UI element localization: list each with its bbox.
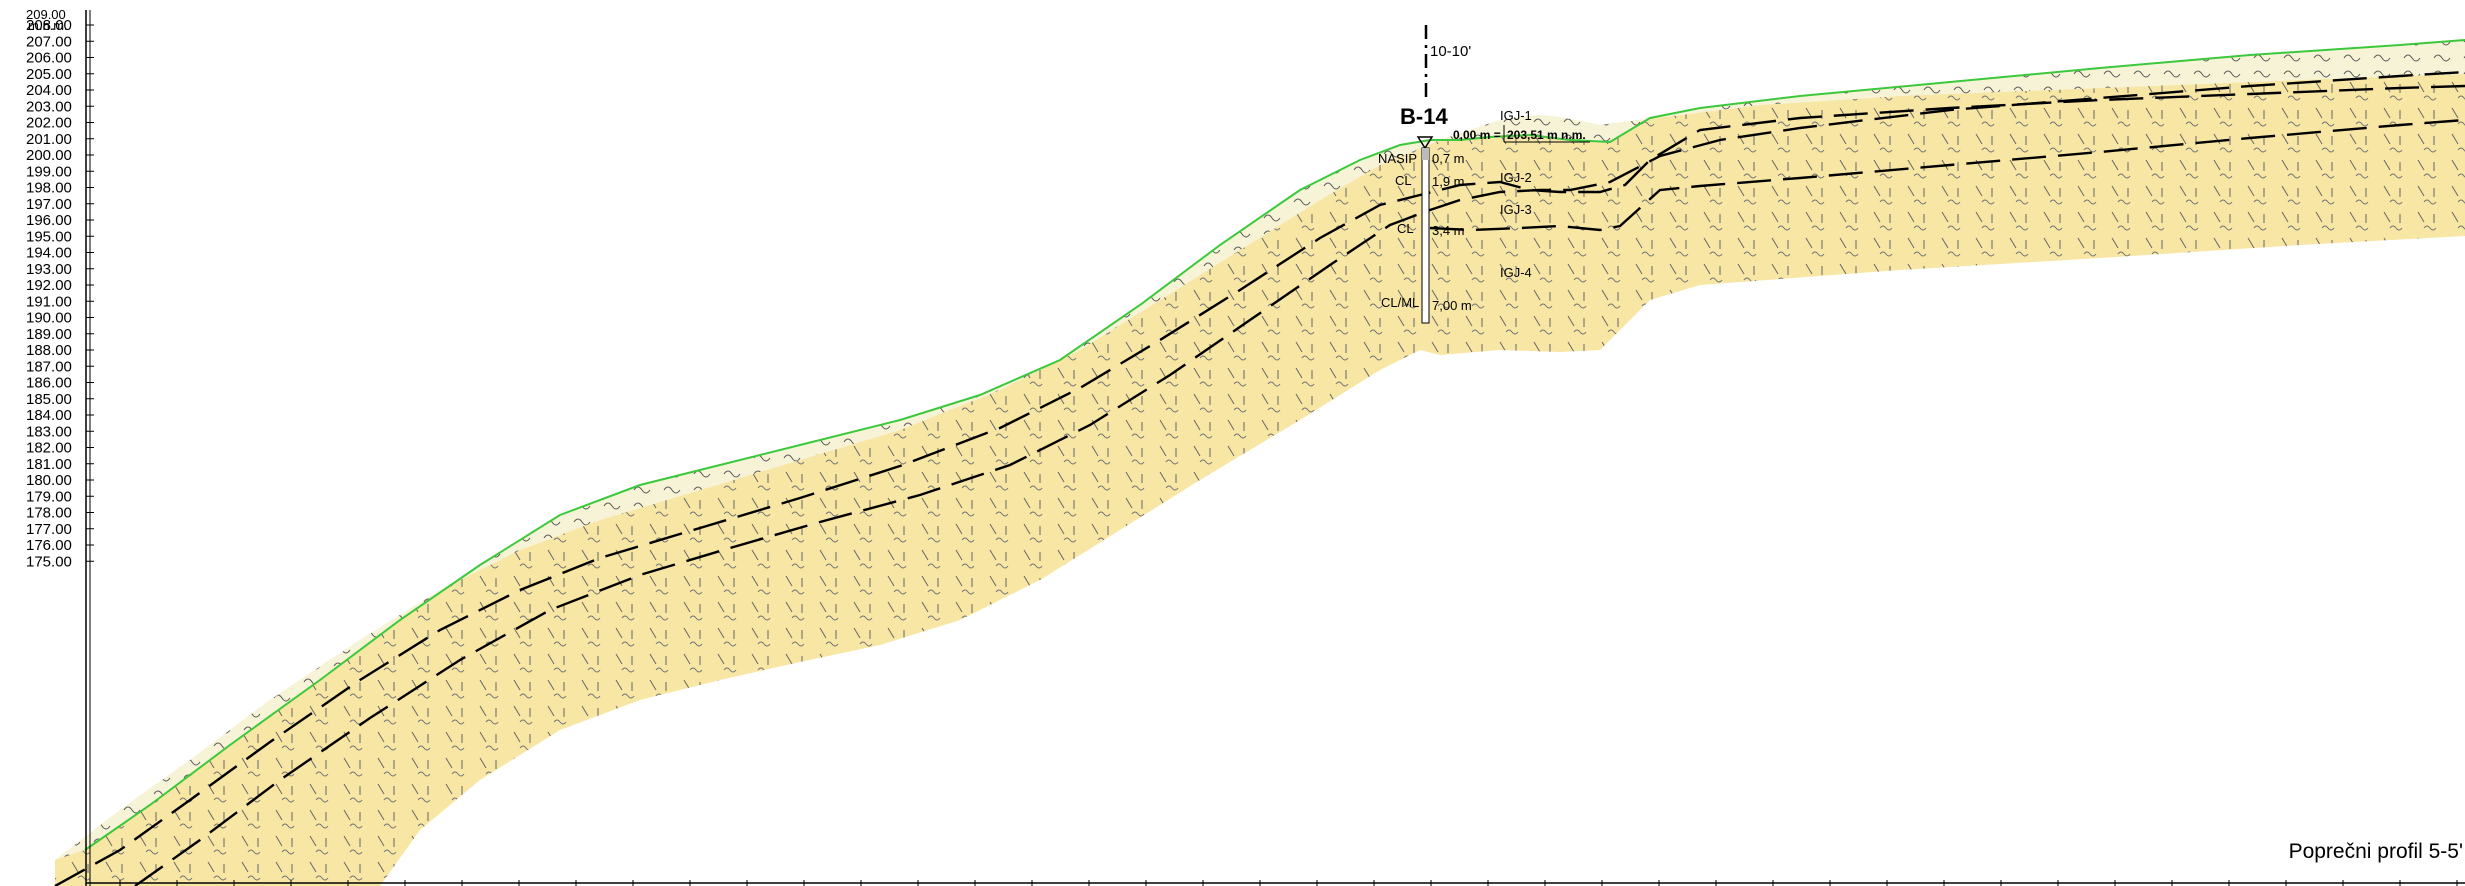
axis-tick-label: 179.00: [26, 488, 72, 505]
axis-tick-label: 186.00: [26, 375, 72, 392]
axis-tick-label: 188.00: [26, 342, 72, 359]
axis-tick-label: 194.00: [26, 245, 72, 262]
borehole-head-triangle: [1416, 136, 1434, 150]
axis-tick-label: 207.00: [26, 33, 72, 50]
axis-tick-label: 192.00: [26, 277, 72, 294]
layer-soil-1: CL: [1395, 173, 1412, 188]
axis-tick-label: 175.00: [26, 553, 72, 570]
layer-soil-2: CL: [1397, 221, 1414, 236]
ground-surface-line: [84, 39, 2465, 851]
borehole-fill-top: [1422, 148, 1429, 160]
axis-tick-label: 206.00: [26, 50, 72, 67]
layer-depth-0: 0,7 m: [1432, 151, 1465, 166]
lowerLayer-hatch: [55, 74, 2465, 886]
axis-tick-label: 202.00: [26, 115, 72, 132]
axis-tick-label: 182.00: [26, 440, 72, 457]
axis-tick-label: 205.00: [26, 66, 72, 83]
axis-tick-label: 177.00: [26, 521, 72, 538]
boundary-line-upper: [134, 70, 2465, 886]
axis-unit-label: m.n.m.: [28, 18, 68, 33]
borehole-elevation-label: 203,51 m n.m.: [1507, 128, 1586, 142]
section-label: 10-10': [1430, 43, 1471, 60]
layer-soil-3: CL/ML: [1381, 295, 1419, 310]
axis-tick-label: 191.00: [26, 293, 72, 310]
axis-tick-label: 208.00: [26, 17, 72, 34]
axis-tick-label: 193.00: [26, 261, 72, 278]
boundary-line-igj4: [1429, 118, 2465, 232]
bottom-ticks: [119, 880, 2458, 886]
unit-label-igj4: IGJ-4: [1500, 265, 1532, 280]
axis-tick-label: 176.00: [26, 537, 72, 554]
axis-tick-label: 178.00: [26, 505, 72, 522]
axis-tick-label: 190.00: [26, 310, 72, 327]
axis-tick-label: 189.00: [26, 326, 72, 343]
axis-tick-label: 195.00: [26, 228, 72, 245]
borehole-column: [1421, 147, 1430, 324]
axis-tick-label: 200.00: [26, 147, 72, 164]
axis-tick-label: 185.00: [26, 391, 72, 408]
axis-tick-label: 183.00: [26, 423, 72, 440]
layer-depth-3: 7,00 m: [1432, 298, 1472, 313]
axis-tick-label: 197.00: [26, 196, 72, 213]
unit-label-igj1: IGJ-1: [1500, 108, 1532, 123]
layer-depth-1: 1,9 m: [1432, 174, 1465, 189]
axis-tick-label: 187.00: [26, 358, 72, 375]
boundary-line-lower: [54, 84, 2465, 886]
borehole-name: B-14: [1400, 104, 1448, 129]
axis-tick-label: 199.00: [26, 163, 72, 180]
axis-tick-label: 184.00: [26, 407, 72, 424]
axis-tick-label: 204.00: [26, 82, 72, 99]
axis-tick-label: 203.00: [26, 98, 72, 115]
unit-label-igj3: IGJ-3: [1500, 202, 1532, 217]
unit-label-igj2: IGJ-2: [1500, 170, 1532, 185]
axis-tick-label: 198.00: [26, 180, 72, 197]
layer-soil-0: NASIP: [1378, 151, 1417, 166]
axis-top-label: 209.00: [26, 7, 66, 22]
axis-ticks: 208.00207.00206.00205.00204.00203.00202.…: [26, 17, 94, 570]
axis-tick-label: 201.00: [26, 131, 72, 148]
axis-tick-label: 181.00: [26, 456, 72, 473]
axis-tick-label: 180.00: [26, 472, 72, 489]
layer-depth-2: 3,4 m: [1432, 223, 1465, 238]
profile-title: Poprečni profil 5-5': [2288, 840, 2463, 863]
axis-tick-label: 196.00: [26, 212, 72, 229]
borehole-zero-label: 0,00 m =: [1453, 128, 1501, 142]
